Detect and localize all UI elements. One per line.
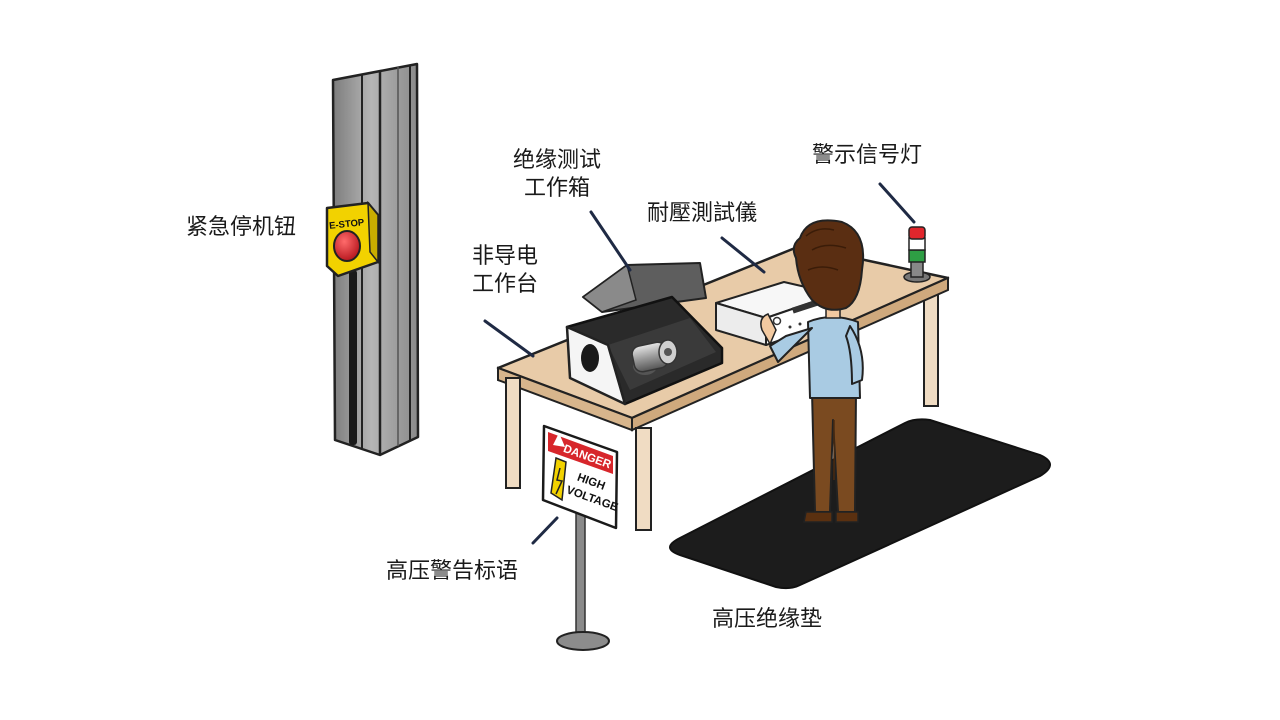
estop-button-box[interactable]: E-STOP [325, 200, 380, 278]
label-insulation-box-line2: 工作箱 [523, 176, 590, 201]
motor-icon [631, 339, 678, 375]
callout-line-bench [483, 319, 535, 358]
callout-lines [483, 182, 916, 545]
estop-button-text: E-STOP [329, 217, 366, 232]
warning-light-tower [903, 226, 931, 283]
label-mat: 高压绝缘垫 [712, 607, 823, 632]
lightning-icon [550, 456, 567, 502]
label-warning-light: 警示信号灯 [812, 143, 923, 168]
insulation-test-box [565, 262, 724, 406]
label-bench: 非导电 工作台 [455, 243, 555, 299]
label-insulation-box: 绝缘测试 工作箱 [507, 147, 607, 203]
label-insulation-box-line1: 绝缘测试 [512, 148, 601, 173]
operator-person [760, 219, 864, 523]
callout-line-tester [720, 236, 766, 274]
label-hipot-tester: 耐壓測試儀 [647, 201, 758, 226]
insulation-mat [669, 418, 1051, 590]
label-bench-line1: 非导电 [471, 244, 538, 269]
warning-triangle-icon [553, 433, 565, 447]
label-bench-line2: 工作台 [471, 272, 538, 297]
label-warning-sign: 高压警告标语 [386, 559, 519, 584]
high-voltage-sign: DANGER HIGH VOLTAGE [541, 424, 620, 651]
callout-line-light [878, 182, 916, 224]
label-estop: 紧急停机钮 [186, 215, 297, 240]
callout-line-sign [531, 516, 559, 545]
callout-line-box [589, 210, 632, 272]
